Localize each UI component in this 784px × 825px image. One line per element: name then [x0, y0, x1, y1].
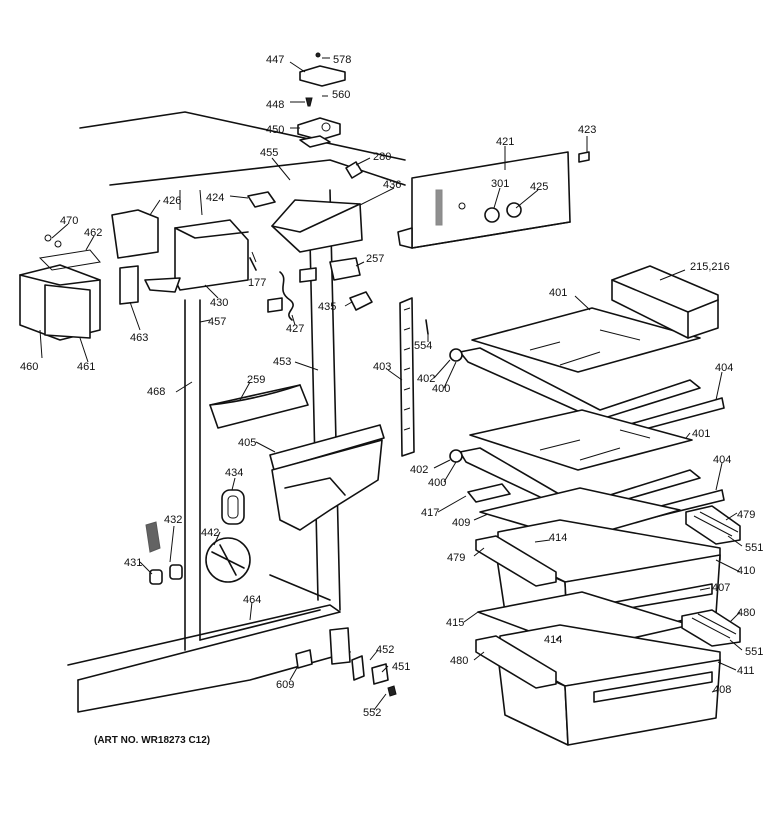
label-479-left: 479 [447, 552, 465, 564]
damper-assembly [19, 249, 139, 341]
label-415: 415 [446, 617, 464, 629]
label-423: 423 [578, 124, 596, 136]
air-duct [269, 424, 385, 531]
label-424: 424 [206, 192, 224, 204]
label-401-middle: 401 [692, 428, 710, 440]
part-labels: 447 578 448 560 450 421 423 455 280 301 … [20, 54, 763, 719]
label-414-lower: 414 [544, 634, 562, 646]
label-479-right: 479 [737, 509, 755, 521]
control-panel [397, 151, 590, 249]
label-461: 461 [77, 361, 95, 373]
label-404-middle: 404 [713, 454, 731, 466]
label-463: 463 [130, 332, 148, 344]
label-431: 431 [124, 557, 142, 569]
label-301: 301 [491, 178, 509, 190]
label-554: 554 [414, 340, 432, 352]
label-468: 468 [147, 386, 165, 398]
label-400-upper: 400 [432, 383, 450, 395]
label-453: 453 [273, 356, 291, 368]
label-280: 280 [373, 151, 391, 163]
label-457: 457 [208, 316, 226, 328]
label-552: 552 [363, 707, 381, 719]
label-215-216: 215,216 [690, 261, 730, 273]
door-bin [611, 265, 719, 339]
light-shield [209, 384, 309, 429]
label-404-upper: 404 [715, 362, 733, 374]
label-430: 430 [210, 297, 228, 309]
leader-lines [39, 57, 743, 711]
label-451: 451 [392, 661, 410, 673]
label-400-middle: 400 [428, 477, 446, 489]
label-425: 425 [530, 181, 548, 193]
art-number-note: (ART NO. WR18273 C12) [94, 735, 210, 746]
label-452: 452 [376, 644, 394, 656]
label-448: 448 [266, 99, 284, 111]
hinge-assembly [297, 52, 346, 148]
label-551-lower: 551 [745, 646, 763, 658]
label-402-upper: 402 [417, 373, 435, 385]
lower-crisper-drawer [475, 591, 741, 746]
evaporator-cover [111, 209, 249, 293]
label-578: 578 [333, 54, 351, 66]
label-462: 462 [84, 227, 102, 239]
label-455: 455 [260, 147, 278, 159]
label-447: 447 [266, 54, 284, 66]
label-450: 450 [266, 124, 284, 136]
label-551-upper: 551 [745, 542, 763, 554]
label-257: 257 [366, 253, 384, 265]
label-470: 470 [60, 215, 78, 227]
label-426: 426 [163, 195, 181, 207]
label-414-upper: 414 [549, 532, 567, 544]
label-409: 409 [452, 517, 470, 529]
label-408: 408 [713, 684, 731, 696]
label-435: 435 [318, 301, 336, 313]
label-436: 436 [383, 179, 401, 191]
label-464: 464 [243, 594, 261, 606]
label-402-middle: 402 [410, 464, 428, 476]
label-405: 405 [238, 437, 256, 449]
label-177: 177 [248, 277, 266, 289]
label-432: 432 [164, 514, 182, 526]
label-480-right: 480 [737, 607, 755, 619]
label-401-upper: 401 [549, 287, 567, 299]
label-411: 411 [737, 665, 755, 677]
shelf-rail [399, 297, 429, 457]
lower-brackets [295, 627, 397, 697]
label-609: 609 [276, 679, 294, 691]
label-434: 434 [225, 467, 243, 479]
label-442: 442 [201, 527, 219, 539]
cabinet-outline [67, 111, 406, 713]
label-480-left: 480 [450, 655, 468, 667]
label-427: 427 [286, 323, 304, 335]
label-403: 403 [373, 361, 391, 373]
label-410: 410 [737, 565, 755, 577]
label-460: 460 [20, 361, 38, 373]
wiring-harness [267, 257, 373, 321]
label-560: 560 [332, 89, 350, 101]
label-421: 421 [496, 136, 514, 148]
fan-motor [145, 489, 251, 585]
label-417: 417 [421, 507, 439, 519]
light-housing [247, 161, 363, 253]
label-259: 259 [247, 374, 265, 386]
label-407: 407 [712, 582, 730, 594]
misc-small-parts [44, 234, 257, 271]
